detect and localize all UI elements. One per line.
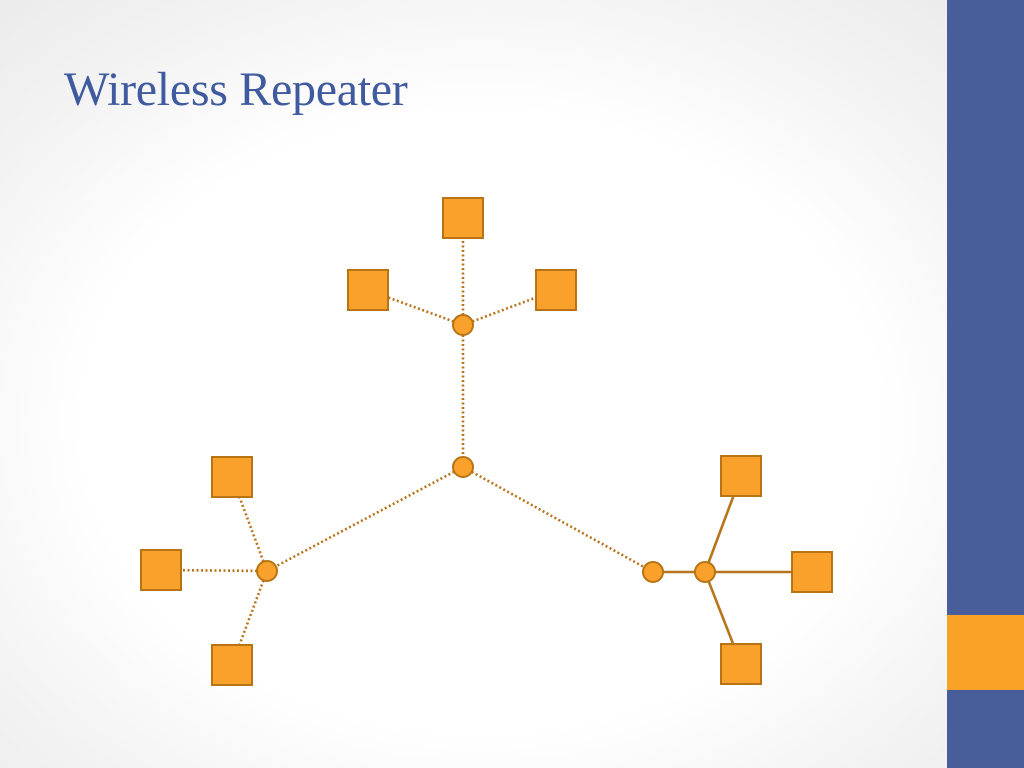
link-left-repeater-to-left-device-3: [238, 579, 265, 646]
network-diagram: [140, 197, 833, 686]
link-right-hub-to-right-device-3: [707, 580, 735, 645]
right-device-1-box: [720, 455, 762, 497]
center-repeater-node: [452, 456, 474, 478]
left-device-3-box: [211, 644, 253, 686]
sidebar-accent-block: [947, 615, 1024, 690]
right-device-3-box: [720, 643, 762, 685]
link-top-repeater-to-top-device-2: [387, 296, 455, 323]
top-device-2-box: [347, 269, 389, 311]
right-hub-node: [694, 561, 716, 583]
top-device-1-box: [442, 197, 484, 239]
link-center-repeater-to-right-repeater: [471, 470, 645, 569]
left-device-2-box: [140, 549, 182, 591]
slide-title: Wireless Repeater: [64, 63, 408, 116]
link-left-repeater-to-left-device-1: [238, 496, 265, 563]
nodes-layer: [140, 197, 833, 686]
top-repeater-node: [452, 314, 474, 336]
link-center-repeater-to-left-repeater: [275, 470, 455, 568]
top-device-3-box: [535, 269, 577, 311]
links-layer: [180, 238, 792, 646]
left-device-1-box: [211, 456, 253, 498]
right-device-2-box: [791, 551, 833, 593]
link-right-hub-to-right-device-1: [707, 495, 735, 564]
link-left-repeater-to-left-device-2: [180, 568, 258, 573]
left-repeater-node: [256, 560, 278, 582]
link-top-repeater-to-top-device-3: [471, 296, 537, 323]
right-repeater-node: [642, 561, 664, 583]
